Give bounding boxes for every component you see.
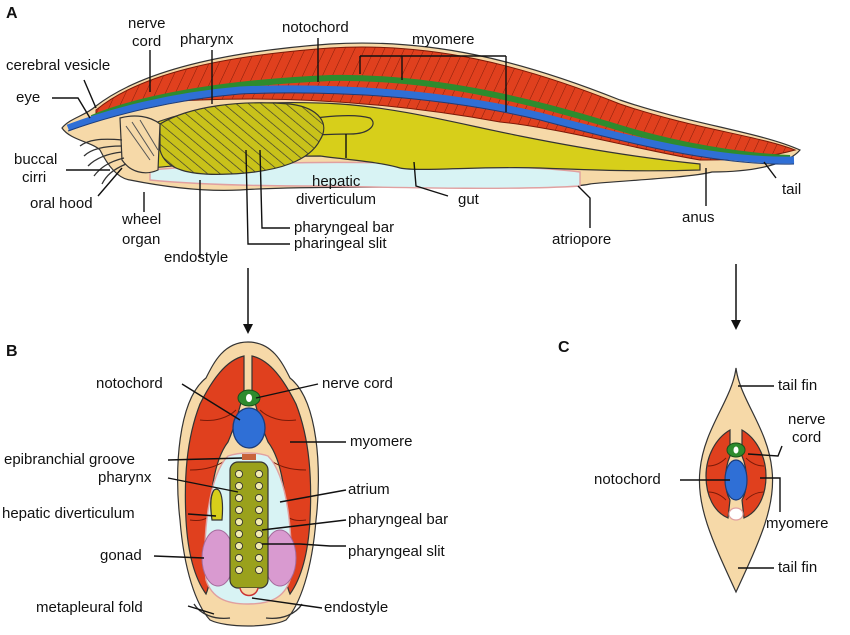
wheel-organ-lines xyxy=(125,119,159,161)
label-c-nerve-cord-1: nerve xyxy=(788,411,826,428)
label-a-gut: gut xyxy=(458,191,480,208)
label-c-tail-fin-bottom: tail fin xyxy=(778,559,817,576)
label-a-pharingeal-slit: pharingeal slit xyxy=(294,235,387,252)
label-b-gonad: gonad xyxy=(100,547,142,564)
nerve-cord-a xyxy=(90,74,791,161)
section-b-gonad-left xyxy=(201,529,235,587)
section-b-gonad-right xyxy=(263,529,297,587)
buccal-cirri-a xyxy=(79,138,127,185)
label-b-nerve-cord: nerve cord xyxy=(322,375,393,392)
leader-lines-b xyxy=(153,383,347,615)
label-b-metapleural-fold: metapleural fold xyxy=(36,599,143,616)
panel-c: C tail fin nerve cord notochord my xyxy=(558,339,829,594)
section-b-hepatic-diverticulum xyxy=(210,488,224,521)
label-a-endostyle: endostyle xyxy=(164,249,228,266)
label-c-notochord: notochord xyxy=(594,471,661,488)
label-a-atriopore: atriopore xyxy=(552,231,611,248)
leader-lines-a xyxy=(52,38,777,258)
section-b-pharyngeal-slits xyxy=(234,469,264,575)
panel-a-label: A xyxy=(6,5,18,22)
label-b-pharyngeal-slit: pharyngeal slit xyxy=(348,543,446,560)
section-b-neurocoel xyxy=(246,394,252,402)
arrow-to-c xyxy=(731,264,741,330)
arrow-to-b xyxy=(243,268,253,334)
label-a-buccal-cirri-2: cirri xyxy=(22,169,46,186)
section-c-muscle-lines xyxy=(707,457,765,501)
label-a-wheel-organ-1: wheel xyxy=(121,211,161,228)
panel-a: A xyxy=(6,5,801,334)
section-b-metapleural-fold-right xyxy=(265,603,303,620)
label-a-nerve-cord-2: cord xyxy=(132,33,161,50)
label-b-atrium: atrium xyxy=(348,481,390,498)
section-b-notochord xyxy=(232,407,266,449)
panel-b-label: B xyxy=(6,343,18,360)
section-b-endostyle xyxy=(239,587,259,597)
leader-lines-c xyxy=(680,385,783,569)
section-b-metapleural-fold-left xyxy=(193,603,231,620)
label-a-myomere: myomere xyxy=(412,31,475,48)
label-c-nerve-cord-2: cord xyxy=(792,429,821,446)
label-a-hepatic-diverticulum-1: hepatic xyxy=(312,173,361,190)
notochord-a xyxy=(66,85,795,164)
section-c-neurocoel xyxy=(733,446,739,454)
label-b-pharynx: pharynx xyxy=(98,469,152,486)
label-a-pharyngeal-bar: pharyngeal bar xyxy=(294,219,394,236)
pharynx-a xyxy=(159,102,325,175)
label-a-oral-hood: oral hood xyxy=(30,195,93,212)
section-b-epibranchial-groove xyxy=(242,454,256,460)
label-b-endostyle: endostyle xyxy=(324,599,388,616)
label-c-myomere: myomere xyxy=(766,515,829,532)
label-a-notochord: notochord xyxy=(282,19,349,36)
label-a-pharynx: pharynx xyxy=(180,31,234,48)
panel-c-label: C xyxy=(558,339,570,356)
label-b-epibranchial-groove: epibranchial groove xyxy=(4,451,135,468)
label-a-anus: anus xyxy=(682,209,715,226)
section-c-ventral xyxy=(728,507,744,521)
label-a-hepatic-diverticulum-2: diverticulum xyxy=(296,191,376,208)
label-a-tail: tail xyxy=(782,181,801,198)
label-a-eye: eye xyxy=(16,89,40,106)
label-a-nerve-cord-1: nerve xyxy=(128,15,166,32)
label-b-pharyngeal-bar: pharyngeal bar xyxy=(348,511,448,528)
label-a-cerebral-vesicle: cerebral vesicle xyxy=(6,57,110,74)
label-c-tail-fin-top: tail fin xyxy=(778,377,817,394)
label-b-notochord: notochord xyxy=(96,375,163,392)
wheel-organ-a xyxy=(119,115,161,174)
panel-b: B xyxy=(2,341,448,627)
label-a-wheel-organ-2: organ xyxy=(122,231,160,248)
label-b-hepatic-diverticulum: hepatic diverticulum xyxy=(2,505,135,522)
label-b-myomere: myomere xyxy=(350,433,413,450)
label-a-buccal-cirri-1: buccal xyxy=(14,151,57,168)
